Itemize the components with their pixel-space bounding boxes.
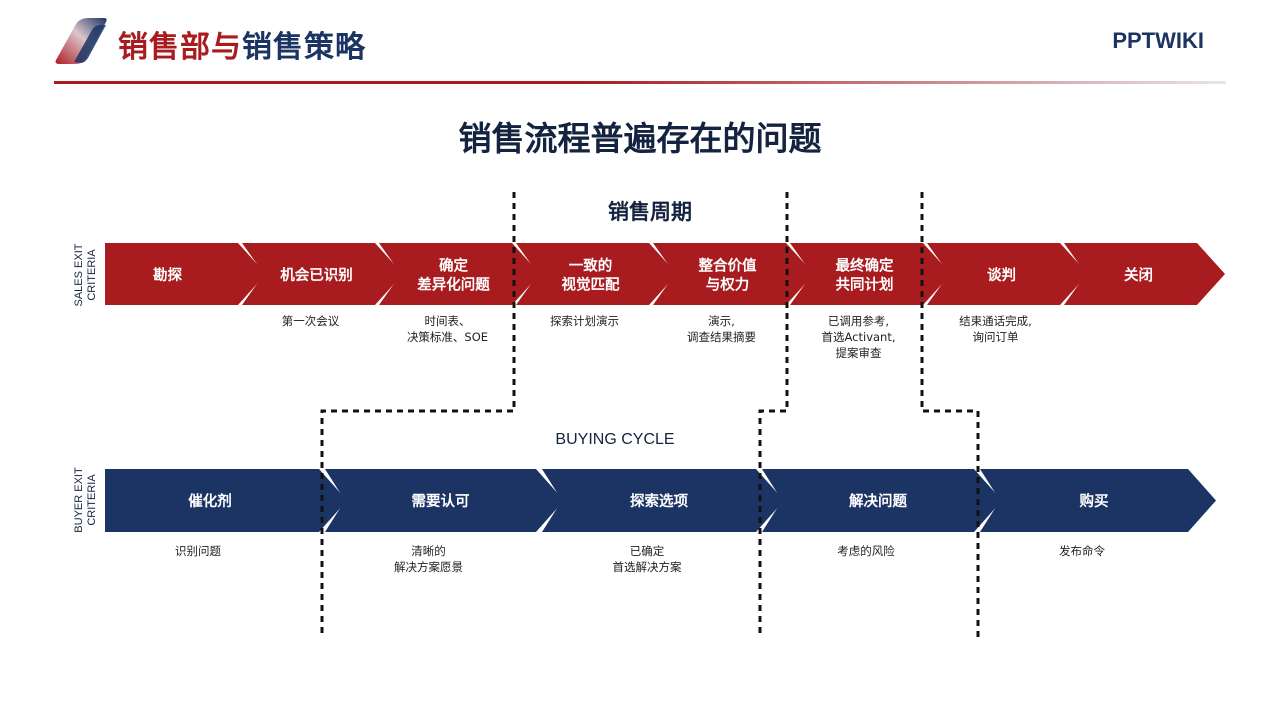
sales-stage-note: 探索计划演示 (550, 314, 619, 328)
buying-stage-note: 已确定 首选解决方案 (612, 544, 682, 574)
buying-cycle-row: 催化剂 需要认可 探索选项 解决问题 购买 (105, 469, 1216, 532)
sales-stage-note: 已调用参考, 首选Activant, 提案审查 (821, 314, 896, 360)
sales-stage-note: 时间表、 决策标准、SOE (406, 314, 489, 344)
page-title: 销售流程普遍存在的问题 (458, 119, 822, 158)
buying-stage-2 (325, 469, 564, 532)
sales-cycle-title: 销售周期 (608, 200, 692, 224)
sales-stage-label: 最终确定 (836, 257, 894, 275)
sales-stage-label: 与权力 (706, 276, 750, 294)
buying-stage-1 (105, 469, 347, 532)
sales-stage-3 (379, 243, 540, 305)
sales-stage-note: 结束通话完成, 询问订单 (959, 314, 1032, 344)
sales-stage-label: 确定 (439, 257, 468, 275)
buying-stage-note: 发布命令 (1059, 544, 1105, 558)
buying-stage-note: 考虑的风险 (837, 544, 895, 558)
sales-stage-note: 演示, 调查结果摘要 (687, 314, 756, 344)
app-title: 销售部与销售策略 (118, 22, 366, 66)
sales-stage-label: 谈判 (987, 266, 1016, 284)
buying-stage-label: 购买 (1080, 492, 1109, 510)
buying-stage-label: 催化剂 (188, 492, 232, 510)
sales-stage-label: 一致的 (569, 257, 613, 275)
sales-stage-label: 视觉匹配 (562, 276, 620, 294)
stage-dividers (320, 192, 980, 637)
sales-stage-4 (516, 243, 677, 305)
brand-label: PPTWIKI (1112, 28, 1204, 53)
sales-stage-note: 第一次会议 (281, 314, 340, 328)
buying-stage-5 (980, 469, 1216, 532)
sales-stage-label: 差异化问题 (417, 276, 490, 294)
sales-stage-label: 整合价值 (699, 257, 757, 275)
header-divider (54, 81, 1226, 84)
stage-divider-3 (920, 192, 980, 637)
sales-stage-label: 关闭 (1124, 266, 1153, 284)
sales-stage-2 (242, 243, 403, 305)
sales-stage-1 (105, 243, 266, 305)
sales-stage-label: 共同计划 (836, 276, 894, 294)
sales-stage-7 (927, 243, 1088, 305)
buying-stage-4 (762, 469, 1002, 532)
app-title-part2: 销售策略 (242, 30, 366, 65)
logo-icon (55, 18, 107, 64)
buying-cycle-title: BUYING CYCLE (555, 431, 675, 448)
buying-stage-note: 清晰的 解决方案愿景 (394, 544, 463, 574)
sales-stage-5 (653, 243, 814, 305)
buying-stage-3 (542, 469, 784, 532)
sales-stage-label: 勘探 (153, 266, 182, 284)
sales-stage-6 (790, 243, 951, 305)
buying-stage-note: 识别问题 (175, 544, 221, 558)
sales-stage-label: 机会已识别 (280, 266, 353, 284)
buying-stage-label: 解决问题 (849, 492, 907, 510)
sales-stage-8 (1064, 243, 1225, 305)
buying-stage-label: 需要认可 (412, 492, 470, 510)
stage-divider-1 (320, 192, 516, 635)
stage-divider-2 (758, 192, 789, 637)
buying-stage-label: 探索选项 (630, 492, 688, 510)
app-title-part1: 销售部与 (118, 30, 242, 65)
